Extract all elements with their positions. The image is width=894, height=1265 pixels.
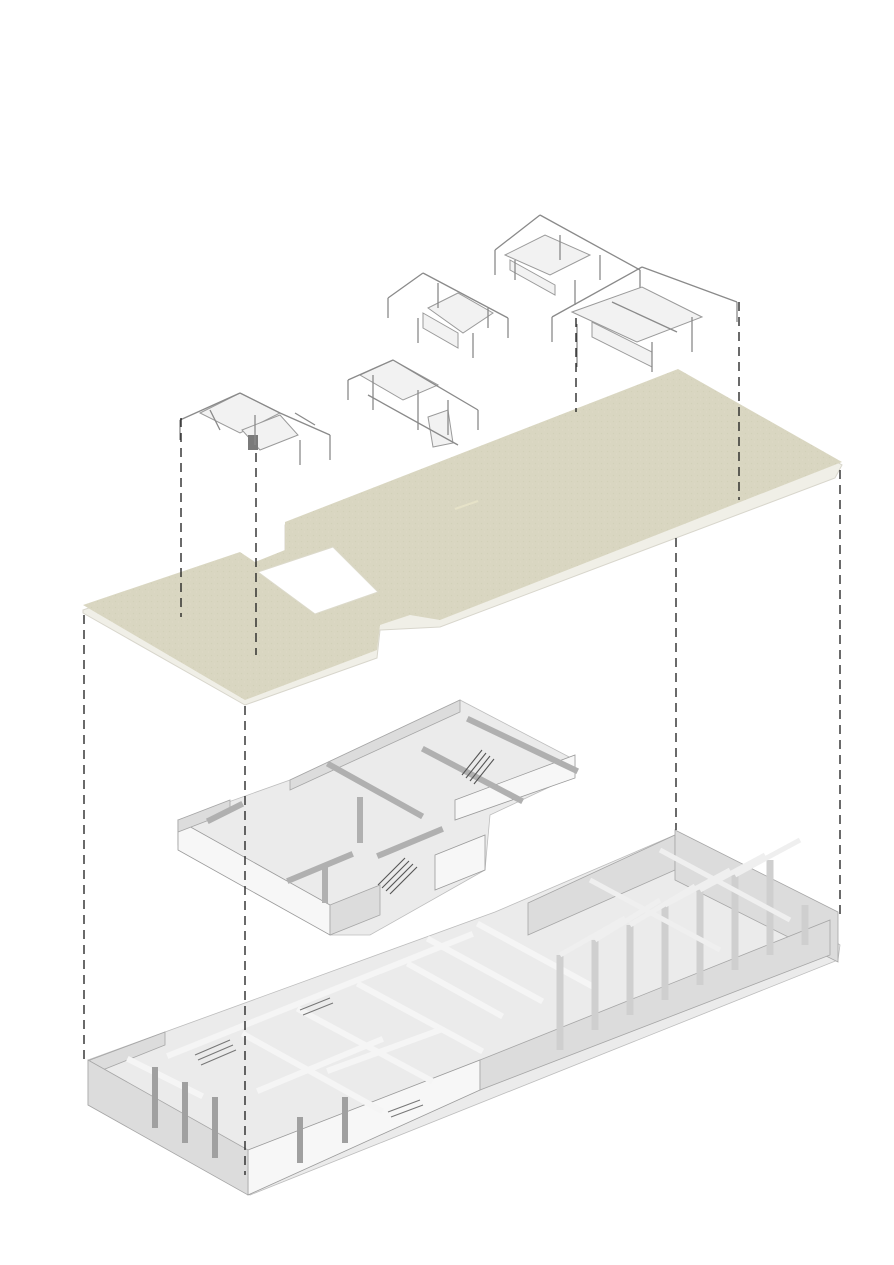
- upper-stair: [377, 749, 495, 895]
- upper-wall-front-right: [434, 834, 486, 891]
- roof-frame-4: [494, 214, 641, 305]
- upper-wall-front-mid: [329, 884, 381, 936]
- ground-portal-frames: [556, 837, 809, 1050]
- roof-slab: [82, 369, 843, 706]
- roof-slab-top: [83, 369, 842, 700]
- roof-frame-1: [179, 392, 331, 465]
- upper-floor-plan: [177, 699, 579, 936]
- upper-wall-east: [454, 754, 576, 821]
- ground-floor-plan: [87, 829, 841, 1196]
- ground-interior-walls: [125, 920, 595, 1163]
- roof-frame-3: [387, 272, 509, 358]
- ground-wall-end-left: [87, 1059, 249, 1196]
- roof-slab-courtyard-void: [256, 546, 379, 615]
- ground-wall-end-right: [674, 829, 839, 963]
- roof-frames: [179, 214, 738, 465]
- roof-frame-2: [347, 359, 479, 448]
- roof-frame-5: [551, 266, 738, 372]
- ground-stair: [194, 997, 424, 1118]
- ground-wall-front-right: [479, 919, 831, 1091]
- alignment-guides: [83, 302, 841, 1175]
- upper-interior-walls: [205, 716, 579, 903]
